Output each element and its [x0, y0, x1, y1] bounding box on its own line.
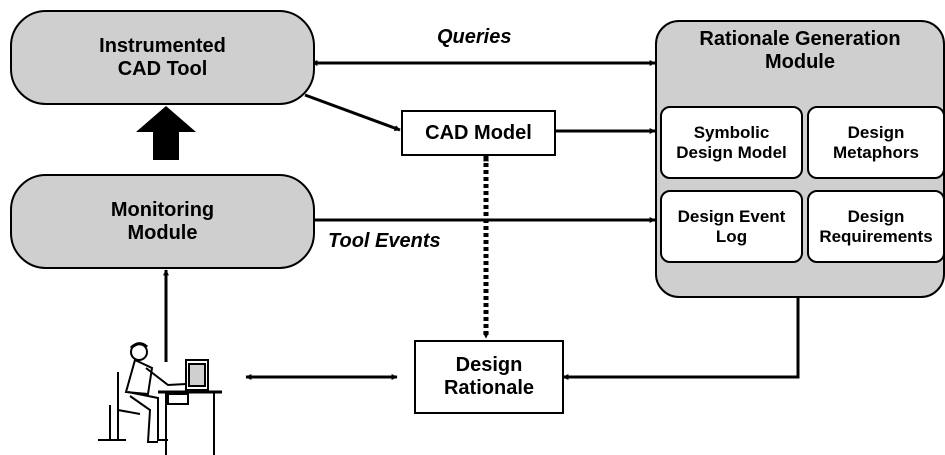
rgm-title-line1: Rationale Generation	[699, 28, 901, 50]
submodule-design-metaphors: Design Metaphors	[807, 106, 945, 179]
rgm-to-rationale-arrow	[562, 297, 800, 380]
submodule-line1: Design	[847, 122, 905, 142]
submodule-line2: Metaphors	[833, 142, 919, 162]
submodule-symbolic-design-model: Symbolic Design Model	[660, 106, 803, 179]
cad-tool-node: Instrumented CAD Tool	[10, 10, 315, 105]
monitoring-module-node: Monitoring Module	[10, 174, 315, 269]
monitoring-line2: Module	[127, 221, 198, 244]
tool-events-label: Tool Events	[328, 230, 441, 252]
design-rationale-line2: Rationale	[443, 377, 535, 399]
queries-label: Queries	[437, 26, 512, 48]
submodule-line2: Design Model	[676, 142, 787, 162]
submodule-line2: Log	[715, 226, 748, 246]
rgm-title-line2: Module	[765, 51, 835, 73]
submodule-line1: Design	[847, 206, 905, 226]
submodule-line2: Requirements	[819, 226, 933, 246]
cad-model-label: CAD Model	[425, 121, 532, 144]
monitoring-line1: Monitoring	[110, 198, 215, 221]
designer-at-workstation-icon	[98, 342, 222, 455]
design-rationale-line1: Design	[455, 354, 523, 376]
submodule-design-event-log: Design Event Log	[660, 190, 803, 263]
cad-tool-to-model-arrow	[304, 93, 401, 132]
design-rationale-node: Design Rationale	[414, 340, 564, 414]
cad-tool-line1: Instrumented	[99, 34, 226, 57]
cad-model-node: CAD Model	[401, 110, 556, 156]
submodule-line1: Design Event	[677, 206, 786, 226]
cad-tool-line2: CAD Tool	[117, 57, 208, 80]
submodule-design-requirements: Design Requirements	[807, 190, 945, 263]
submodule-line1: Symbolic	[693, 122, 770, 142]
block-arrow-up	[136, 106, 196, 160]
